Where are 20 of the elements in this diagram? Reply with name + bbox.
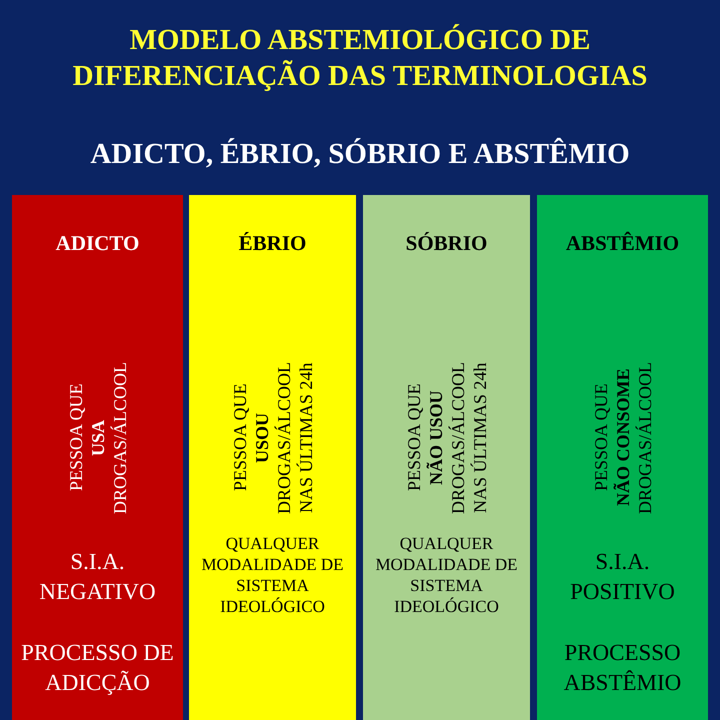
subtitle: ADICTO, ÉBRIO, SÓBRIO E ABSTÊMIO <box>89 138 631 171</box>
column-panel <box>189 195 356 720</box>
process-text: PROCESSO DE ADICÇÃO <box>20 639 175 697</box>
rotated-description: PESSOA QUE NÃO CONSOME DROGAS/ÁLCOOL <box>590 360 656 516</box>
description-text: S.I.A. NEGATIVO <box>38 548 157 606</box>
process-text: PROCESSO ABSTÊMIO <box>562 639 682 697</box>
description-text: S.I.A. POSITIVO <box>569 548 676 606</box>
column-heading: ADICTO <box>54 231 140 256</box>
column-heading: ABSTÊMIO <box>564 231 680 256</box>
column-panel <box>12 195 183 720</box>
rotated-description: PESSOA QUE USA DROGAS/ÁLCOOL <box>64 360 130 516</box>
column-heading: ÉBRIO <box>238 231 308 256</box>
column-panel <box>537 195 708 720</box>
column-heading: SÓBRIO <box>404 231 488 256</box>
description-text: QUALQUER MODALIDADE DE SISTEMA IDEOLÓGICO <box>200 533 345 617</box>
column-panel <box>363 195 530 720</box>
description-text: QUALQUER MODALIDADE DE SISTEMA IDEOLÓGICO <box>374 533 519 617</box>
rotated-description: PESSOA QUE NÃO USOU DROGAS/ÁLCOOL NAS ÚLTIMAS 24h <box>402 360 490 516</box>
title: MODELO ABSTEMIOLÓGICO DE DIFERENCIAÇÃO DAS TERMINOLOGIAS <box>72 23 648 94</box>
rotated-description: PESSOA QUE USOU DROGAS/ÁLCOOL NAS ÚLTIMAS 24h <box>228 360 316 516</box>
